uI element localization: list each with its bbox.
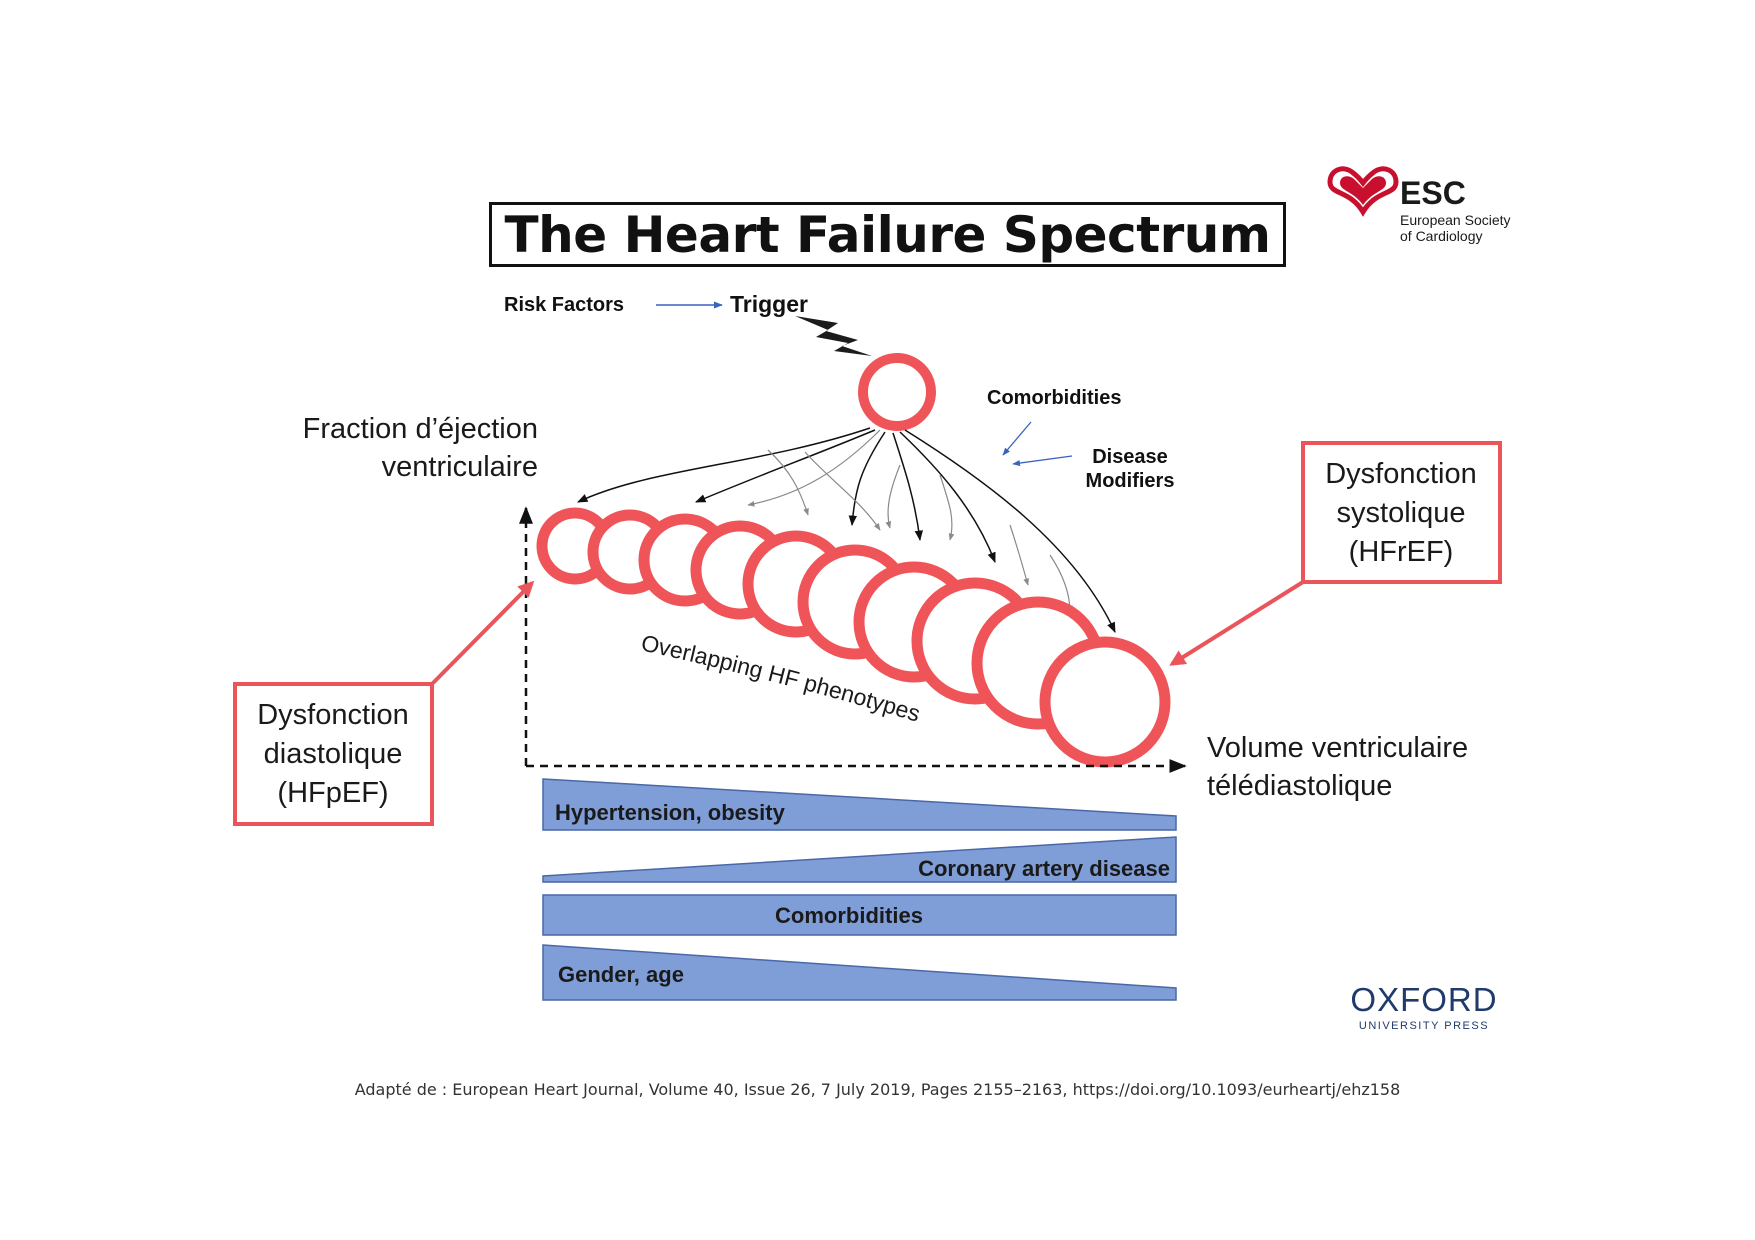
comorbidities-arrow [1002, 421, 1032, 456]
disease-modifiers-arrow [1012, 455, 1073, 467]
x-axis-label-2: télédiastolique [1207, 770, 1392, 802]
risk-factors-label: Risk Factors [504, 294, 624, 316]
bar-hypertension [542, 778, 1177, 831]
oxford-subtitle: UNIVERSITY PRESS [1359, 1020, 1489, 1032]
esc-logo: ESC European Society of Cardiology [1327, 166, 1511, 244]
esc-subtitle-2: of Cardiology [1400, 228, 1483, 244]
bar-hypertension-label: Hypertension, obesity [555, 800, 786, 825]
hfref-callout: Dysfonction systolique (HFrEF) [1169, 441, 1502, 666]
svg-text:systolique: systolique [1337, 497, 1466, 529]
lightning-bolt-icon [795, 316, 872, 356]
x-axis-label-1: Volume ventriculaire [1207, 732, 1468, 764]
esc-wordmark: ESC [1400, 175, 1466, 211]
bar-gender-age-label: Gender, age [558, 962, 684, 987]
page-title: The Heart Failure Spectrum [504, 205, 1271, 264]
hfpef-callout: Dysfonction diastolique (HFpEF) [233, 580, 535, 826]
svg-text:Dysfonction: Dysfonction [257, 699, 409, 731]
phenotype-fan-arrows [577, 427, 1116, 633]
bar-coronary [542, 836, 1177, 883]
bar-gender-age [542, 944, 1177, 1001]
comorbidities-label: Comorbidities [987, 387, 1121, 409]
heart-icon [1327, 166, 1399, 217]
hfref-arrow [1169, 580, 1305, 666]
esc-subtitle-1: European Society [1400, 212, 1511, 228]
bar-comorbidities [542, 894, 1177, 936]
disease-modifiers-label-2: Modifiers [1086, 470, 1175, 492]
risk-gradient-bars: Hypertension, obesity Coronary artery di… [542, 778, 1177, 1001]
phenotype-rings [536, 507, 1171, 768]
svg-text:Dysfonction: Dysfonction [1325, 458, 1477, 490]
disease-modifiers-label-1: Disease [1092, 446, 1168, 468]
phenotype-ring [1039, 636, 1171, 768]
title-box: The Heart Failure Spectrum [489, 202, 1286, 267]
y-axis-label-1: Fraction d’éjection [303, 413, 538, 445]
bar-coronary-label: Coronary artery disease [918, 856, 1170, 881]
svg-text:(HFrEF): (HFrEF) [1349, 536, 1454, 568]
y-axis-label-2: ventriculaire [382, 451, 538, 483]
trigger-ring [858, 353, 936, 431]
svg-text:(HFpEF): (HFpEF) [277, 777, 388, 809]
source-caption: Adapté de : European Heart Journal, Volu… [354, 1080, 1401, 1099]
trigger-label: Trigger [730, 291, 808, 317]
bar-comorbidities-label: Comorbidities [775, 903, 923, 928]
oxford-logo: OXFORD UNIVERSITY PRESS [1350, 981, 1497, 1032]
hfpef-arrow [430, 580, 535, 686]
svg-text:diastolique: diastolique [264, 738, 403, 770]
oxford-wordmark: OXFORD [1350, 981, 1497, 1018]
